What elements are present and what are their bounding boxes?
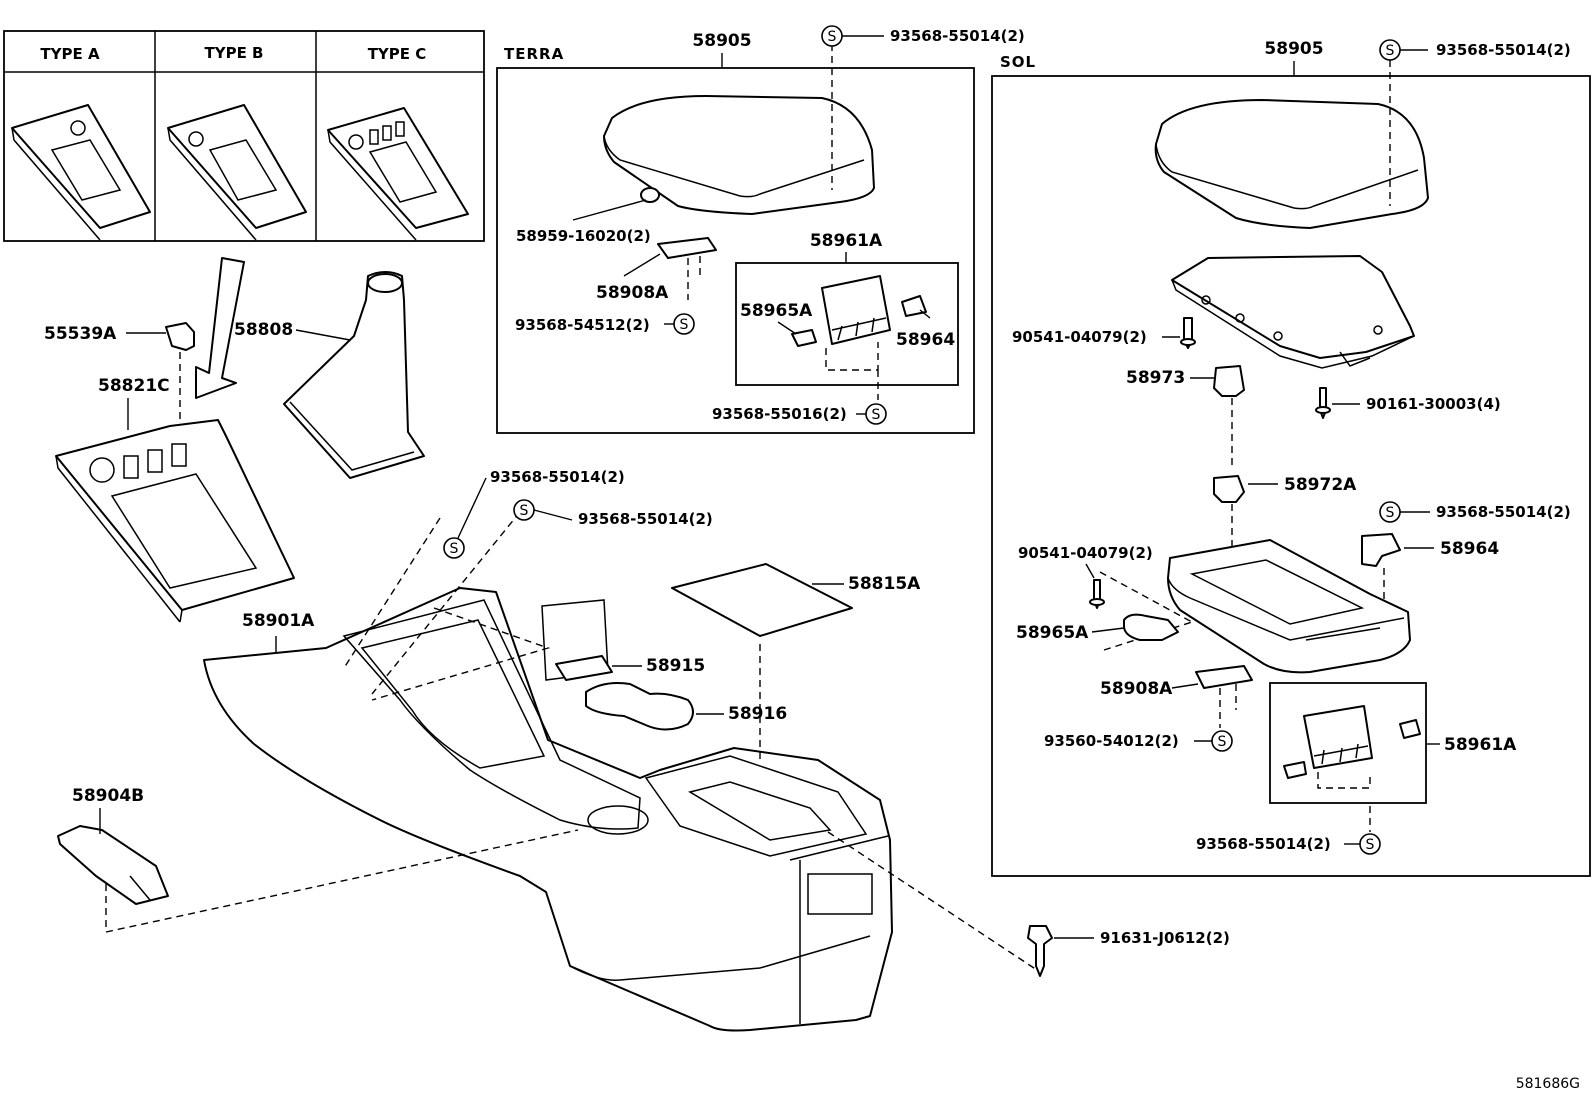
s-symbol: S [1386,505,1395,521]
terra-screw-top-label: 93568-55014(2) [890,27,1025,45]
sol-bolt-a-label: 90541-04079(2) [1012,328,1147,346]
terra-lock-knob-label: 58965A [740,301,813,321]
console-screw-b-label: 93568-55014(2) [578,510,713,528]
type-b-header: TYPE B [205,44,264,62]
terra-lock-assy-label: 58961A [810,231,883,251]
sol-armrest-drawing [1154,99,1429,229]
sol-section-title: SOL [1000,53,1036,71]
bolt-drawing [1027,925,1053,977]
sol-section: SOL 58905 S 93568-55014(2) 90541-04079(2… [991,39,1591,877]
shift-boot-drawing [283,271,425,479]
type-b-panel-drawing [167,104,307,241]
type-a-panel-drawing [11,104,151,241]
sol-screw-b-label: 90161-30003(4) [1366,395,1501,413]
console-body-drawing [203,587,893,1032]
mat-label: 58815A [848,574,921,594]
side-cover-label: 58904B [72,786,144,806]
type-c-header: TYPE C [368,45,427,63]
terra-armrest-label: 58905 [692,31,751,51]
sol-striker-label: 58964 [1440,539,1499,559]
pad-label: 58915 [646,656,705,676]
sol-screw-top-label: 93568-55014(2) [1436,41,1571,59]
sol-screw-e-label: 93560-54012(2) [1044,732,1179,750]
terra-section: TERRA 58905 S 93568-55014(2) 58959-16020… [496,25,1025,434]
cup-holder-label: 58916 [728,704,787,724]
figure-id: 581686G [1516,1076,1580,1092]
s-symbol: S [828,29,837,45]
sol-screw-f-label: 93568-55014(2) [1196,835,1331,853]
cup-holder-drawing [585,682,694,731]
type-c-panel-drawing [327,107,469,241]
type-a-header: TYPE A [40,45,100,63]
terra-lock-striker-label: 58964 [896,330,955,350]
terra-hinge-label: 58908A [596,283,669,303]
sol-hinge-label: 58908A [1100,679,1173,699]
console-body-label: 58901A [242,611,315,631]
cap-label: 55539A [44,324,117,344]
terra-clip-label: 58959-16020(2) [516,227,651,245]
s-symbol: S [1386,43,1395,59]
sol-lock-assy-label: 58961A [1444,735,1517,755]
type-table: TYPE A TYPE B TYPE C [3,30,485,242]
sol-screw-c-label: 93568-55014(2) [1436,503,1571,521]
s-symbol: S [872,407,881,423]
terra-screw-lock-label: 93568-55016(2) [712,405,847,423]
sol-bolt-d-label: 90541-04079(2) [1018,544,1153,562]
shift-panel-label: 58821C [98,376,170,396]
sol-hinge-upper-label: 58973 [1126,368,1185,388]
sol-armrest-label: 58905 [1264,39,1323,59]
s-symbol: S [520,503,529,519]
arrow-icon [195,257,245,399]
mat-drawing [671,563,853,637]
shift-boot-label: 58808 [234,320,293,340]
console-screw-a-label: 93568-55014(2) [490,468,625,486]
terra-screw-hinge-label: 93568-54512(2) [515,316,650,334]
s-symbol: S [680,317,689,333]
terra-armrest-drawing [603,95,875,215]
s-symbol: S [1366,837,1375,853]
bolt-label: 91631-J0612(2) [1100,929,1230,947]
shift-panel-drawing [55,419,295,611]
terra-section-title: TERRA [504,45,564,63]
sol-knob-label: 58965A [1016,623,1089,643]
s-symbol: S [450,541,459,557]
side-cover-drawing [57,825,169,905]
s-symbol: S [1218,734,1227,750]
sol-hinge-lower-label: 58972A [1284,475,1357,495]
